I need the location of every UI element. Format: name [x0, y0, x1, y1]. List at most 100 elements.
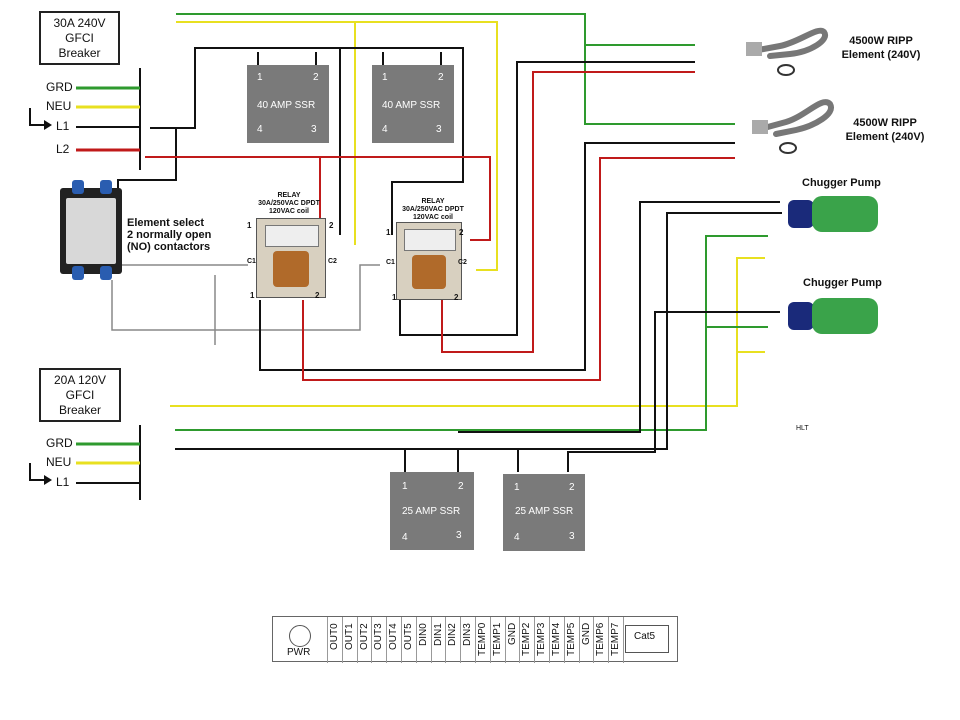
relay-2-pin2b: 2: [454, 293, 459, 302]
pump-1-motor: [812, 196, 878, 232]
relay-1-title: RELAY 30A/250VAC DPDT 120VAC coil: [246, 192, 332, 216]
breaker-120-title: 20A 120V: [53, 373, 107, 387]
controller-pin-label: OUT4: [388, 623, 400, 650]
heating-element-2-icon: [752, 99, 834, 154]
breaker-120-box: 20A 120V GFCI Breaker: [39, 368, 121, 422]
controller-pin-label: TEMP6: [595, 623, 607, 657]
ssr-40-b-pin2: 2: [438, 72, 444, 83]
heating-element-1-icon: [746, 27, 828, 76]
breaker-240-l2-label: L2: [56, 142, 70, 156]
heating-element-2-line2: Element (240V): [845, 131, 925, 143]
arrow-240: [29, 108, 50, 126]
pin-divider: [578, 617, 580, 663]
pin-divider: [341, 617, 343, 663]
ssr-25-a-label: 25 AMP SSR: [402, 506, 461, 517]
wire-relay2-out2: [441, 71, 695, 353]
ssr-25-a-pin2: 2: [458, 481, 464, 492]
pin-divider: [356, 617, 358, 663]
pin-divider: [430, 617, 432, 663]
ssr-40-b-pin1: 1: [382, 72, 388, 83]
relay-1-pin1b: 1: [250, 291, 255, 300]
pin-divider: [445, 617, 447, 663]
relay-1-line2: 30A/250VAC DPDT: [258, 200, 320, 207]
pin-divider: [623, 617, 624, 663]
relay-2-c1: C1: [386, 259, 395, 266]
contactor-screw-icon: [100, 180, 112, 194]
breaker-240-sub1: GFCI: [65, 31, 94, 45]
wire-relay1-out1: [259, 142, 735, 371]
heating-element-2-line1: 4500W RIPP: [853, 117, 917, 129]
pin-divider: [460, 617, 462, 663]
pin-divider: [593, 617, 595, 663]
relay-1-body: [256, 218, 326, 298]
wire-l2-main: [145, 156, 491, 241]
relay-1-pin2: 2: [329, 221, 334, 230]
ssr-40-a-pin2: 2: [313, 72, 319, 83]
relay-2-line1: RELAY: [421, 198, 445, 205]
power-label: PWR: [287, 647, 311, 658]
breaker-240-l1-label: L1: [56, 119, 70, 133]
pin-divider: [563, 617, 565, 663]
wire-l1-ssr2: [340, 47, 464, 235]
pump-2-label: Chugger Pump: [803, 277, 882, 289]
ssr-40-a-pin3: 3: [311, 124, 317, 135]
relay-1-line3: 120VAC coil: [269, 208, 309, 215]
wire-l1-main: [150, 47, 341, 235]
power-led-icon: [289, 625, 311, 647]
contactor-screw-icon: [72, 180, 84, 194]
relay-2-c2: C2: [458, 259, 467, 266]
breaker-120-sub1: GFCI: [65, 388, 95, 402]
pin-divider: [504, 617, 506, 663]
pin-divider: [401, 617, 402, 663]
relay-2-body: [396, 222, 462, 300]
ssr-25-b-pin1: 1: [514, 482, 520, 493]
pin-divider: [371, 617, 373, 663]
wire-120-l1-run: [175, 212, 782, 450]
controller-pin-label: OUT2: [358, 623, 370, 650]
arrow-120: [29, 463, 50, 481]
wire-ssr3-out: [458, 201, 780, 433]
relay-2-coil: [412, 255, 446, 289]
controller-pin-label: DIN0: [417, 623, 429, 646]
pump-2-head: [788, 302, 814, 330]
controller-pin-label: DIN3: [462, 623, 474, 646]
ssr-25-b-pin3: 3: [569, 531, 575, 542]
ssr-40-a-pin4: 4: [257, 124, 263, 135]
element-select-line3: (NO) contactors: [127, 241, 211, 253]
breaker-240-neu-label: NEU: [46, 99, 72, 113]
wire-120-neu-run: [170, 257, 765, 407]
controller-pin-label: TEMP7: [610, 623, 622, 657]
controller-pin-label: DIN2: [447, 623, 459, 646]
controller-pin-label: GND: [506, 623, 518, 646]
stray-mark: HLT: [796, 425, 809, 432]
ssr-40-a-pin1: 1: [257, 72, 263, 83]
relay-1-c2: C2: [328, 258, 337, 265]
arrow-120-head: [44, 475, 52, 485]
arrow-240-head: [44, 120, 52, 130]
controller-pin-label: TEMP1: [491, 623, 503, 657]
pin-divider: [608, 617, 610, 663]
element-select-label: Element select 2 normally open (NO) cont…: [127, 217, 211, 253]
pump-2-motor: [812, 298, 878, 334]
wire-grd-top: [176, 13, 735, 125]
relay-2-contacts: [404, 229, 456, 251]
relay-1-line1: RELAY: [277, 192, 301, 199]
pin-divider: [489, 617, 491, 663]
ssr-25-b-label: 25 AMP SSR: [515, 506, 574, 517]
relay-1-coil: [273, 251, 309, 287]
controller-pin-label: TEMP4: [551, 623, 562, 657]
relay-1-contacts: [265, 225, 319, 247]
pump-2-icon: [784, 292, 884, 340]
ssr-25-a-pin3: 3: [456, 530, 462, 541]
ssr-40-b-label: 40 AMP SSR: [382, 100, 441, 111]
wire-neu-top: [176, 21, 498, 271]
controller-pin-label: OUT5: [403, 623, 414, 650]
ssr-25-b-pin2: 2: [569, 482, 575, 493]
breaker-120-grd-label: GRD: [46, 436, 73, 450]
controller-pin-label: DIN1: [432, 623, 444, 646]
pin-divider: [534, 617, 536, 663]
pin-divider: [475, 617, 476, 663]
breaker-240-sub2: Breaker: [58, 46, 101, 60]
pin-divider: [327, 617, 328, 663]
